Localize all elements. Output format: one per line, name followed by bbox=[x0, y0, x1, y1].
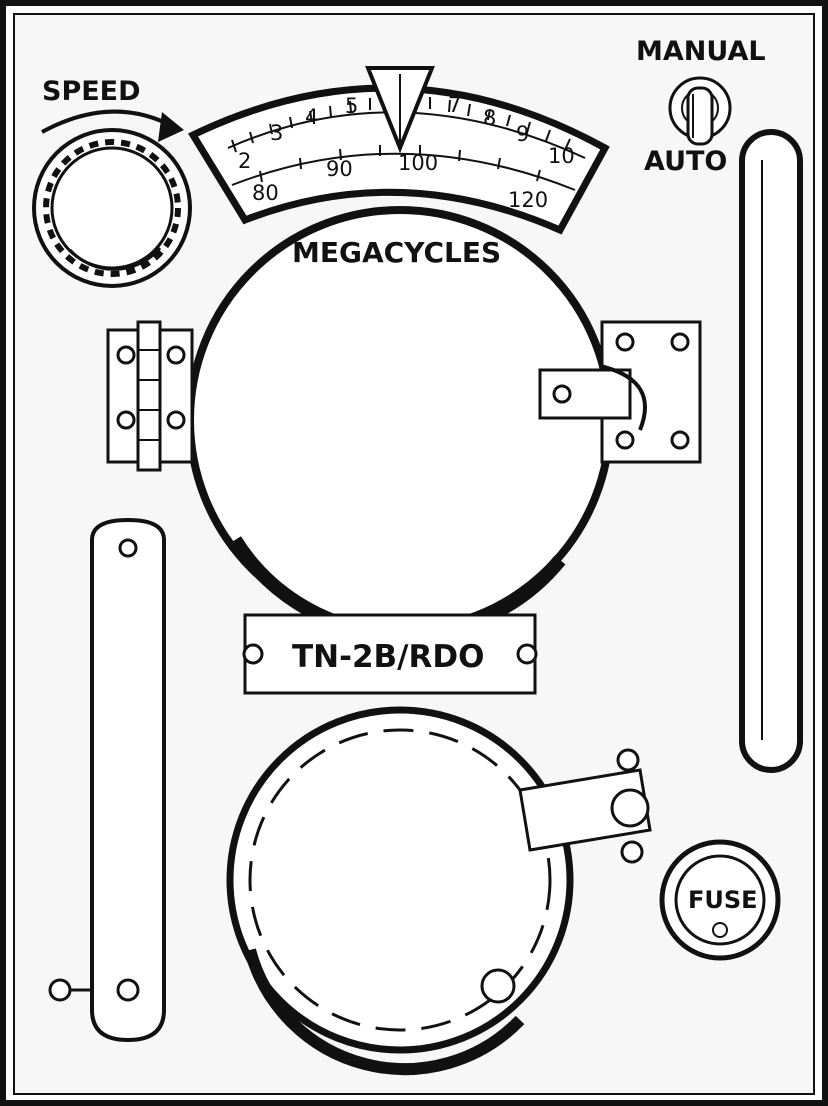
speed-knob-group: SPEED bbox=[32, 76, 192, 288]
screw-icon bbox=[118, 538, 138, 558]
hinge bbox=[106, 320, 194, 472]
inner-tick-label: 80 bbox=[252, 181, 279, 205]
screw-icon bbox=[615, 332, 635, 352]
outer-tick-label: 2 bbox=[238, 149, 251, 173]
nameplate: TN-2B/RDO bbox=[242, 613, 538, 695]
curved-arrow-icon bbox=[41, 109, 171, 134]
outer-tick-label: 4 bbox=[305, 105, 318, 129]
screw-icon bbox=[615, 430, 635, 450]
dial-cover: MEGACYCLES bbox=[106, 206, 702, 641]
inner-tick-label: 120 bbox=[508, 188, 548, 212]
outer-tick-label: 8 bbox=[483, 106, 496, 130]
screw-icon bbox=[480, 968, 516, 1004]
screw-icon bbox=[516, 643, 538, 665]
vertical-strap bbox=[48, 517, 166, 1043]
screw-icon bbox=[48, 978, 72, 1002]
outer-tick-label: 9 bbox=[516, 122, 529, 146]
inner-tick-label: 90 bbox=[326, 157, 353, 181]
fuse-label: FUSE bbox=[688, 886, 758, 914]
screw-icon bbox=[616, 748, 640, 772]
inner-scale-arc bbox=[231, 152, 576, 191]
toggle-switch-icon[interactable] bbox=[668, 76, 732, 146]
screw-icon bbox=[620, 840, 644, 864]
cover-latch[interactable] bbox=[538, 320, 702, 464]
outer-tick-label: 3 bbox=[270, 121, 283, 145]
screw-icon bbox=[166, 410, 186, 430]
fuse-holder-icon[interactable]: FUSE bbox=[659, 839, 781, 961]
screw-icon bbox=[242, 643, 264, 665]
arrow-head-icon bbox=[158, 112, 184, 142]
screw-icon bbox=[116, 978, 140, 1002]
speed-knob[interactable] bbox=[32, 128, 192, 288]
screw-icon bbox=[670, 430, 690, 450]
auto-label: AUTO bbox=[644, 146, 727, 177]
outer-tick-label: 7 bbox=[448, 93, 461, 117]
screw-icon bbox=[116, 410, 136, 430]
screw-icon bbox=[166, 345, 186, 365]
megacycles-label: MEGACYCLES bbox=[292, 236, 501, 269]
speed-label: SPEED bbox=[42, 76, 141, 107]
inner-tick-label: 100 bbox=[398, 151, 438, 175]
frequency-dial: 2 3 4 5 7 8 9 10 80 90 100 120 bbox=[187, 66, 610, 235]
outer-tick-label: 10 bbox=[548, 144, 575, 168]
inner-scale-ticks bbox=[259, 145, 541, 183]
screw-icon bbox=[670, 332, 690, 352]
outer-tick-label: 5 bbox=[345, 94, 358, 118]
outer-scale-ticks bbox=[231, 97, 571, 153]
lower-dial-cap[interactable] bbox=[226, 706, 574, 1076]
screw-icon bbox=[552, 384, 572, 404]
manual-label: MANUAL bbox=[636, 36, 766, 67]
cap-retainer-clip bbox=[518, 748, 652, 864]
manual-auto-switch: MANUAL AUTO bbox=[636, 36, 766, 177]
panel-handle[interactable] bbox=[739, 129, 803, 773]
nameplate-label: TN-2B/RDO bbox=[292, 639, 484, 675]
screw-icon bbox=[116, 345, 136, 365]
